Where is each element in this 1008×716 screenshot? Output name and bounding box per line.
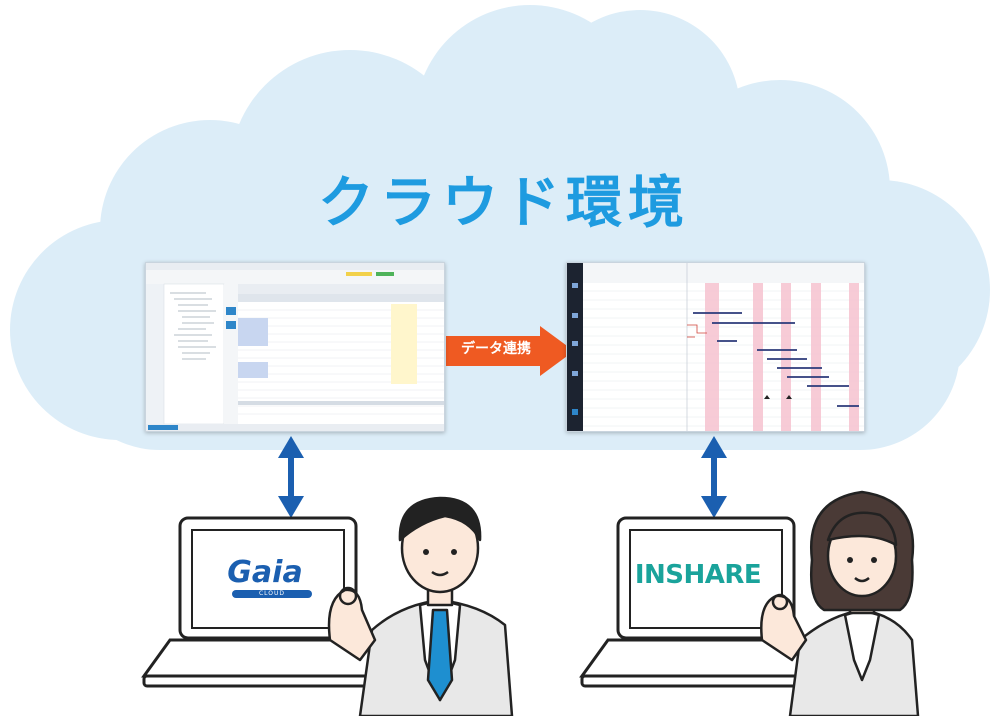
gaia-logo-sub: CLOUD xyxy=(232,590,312,598)
page-title: クラウド環境 xyxy=(318,171,690,236)
laptop-icon xyxy=(141,516,395,688)
gantt-thumbnail xyxy=(567,263,864,431)
double-arrow-icon xyxy=(278,436,304,518)
data-transfer-label: データ連携 xyxy=(461,341,531,357)
gaia-screenshot xyxy=(145,262,445,432)
spreadsheet-thumbnail xyxy=(146,263,444,431)
inshare-logo: INSHARE xyxy=(634,560,762,590)
businesswoman-icon xyxy=(760,490,920,716)
data-transfer-arrow-icon xyxy=(446,326,574,376)
laptop-icon xyxy=(579,516,833,688)
inshare-screenshot xyxy=(566,262,865,432)
double-arrow-icon xyxy=(701,436,727,518)
businessman-icon xyxy=(327,496,514,716)
gaia-logo: Gaia xyxy=(227,555,303,590)
